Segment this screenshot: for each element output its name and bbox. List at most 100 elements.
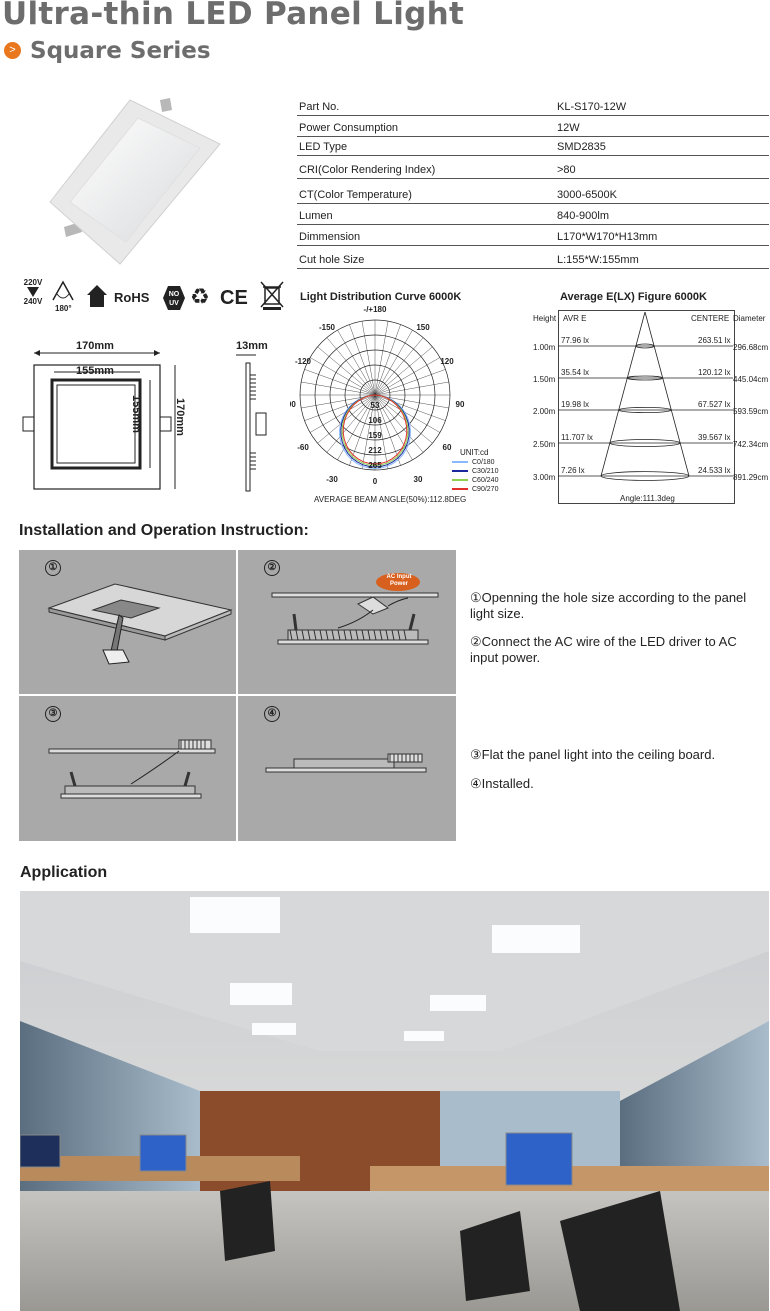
dimension-drawing bbox=[22, 350, 267, 492]
cert-icons: 220V 240V 180° RoHS NO UV ♻ CE bbox=[20, 278, 290, 318]
row-center: 39.567 lx bbox=[698, 433, 731, 442]
polar-ring-label: 53 bbox=[371, 401, 380, 410]
dim-inner: 155mm bbox=[76, 365, 114, 377]
row-avr: 11.707 lx bbox=[561, 433, 593, 442]
application-heading: Application bbox=[20, 864, 108, 881]
illuminance-ring bbox=[635, 343, 655, 349]
step-4-panel: ④ bbox=[238, 696, 456, 841]
legend-label: C30/210 bbox=[472, 468, 499, 475]
illuminance-cone bbox=[558, 311, 733, 481]
step-3-number: ③ bbox=[45, 706, 61, 722]
step-3-text: ③Flat the panel light into the ceiling b… bbox=[470, 747, 716, 762]
polar-angle-label: 30 bbox=[414, 475, 423, 484]
spec-value: >80 bbox=[557, 164, 576, 176]
polar-spoke bbox=[349, 394, 376, 466]
spec-label: Dimmension bbox=[299, 231, 361, 243]
polar-spoke bbox=[374, 394, 401, 466]
illuminance-box bbox=[558, 310, 735, 504]
step-2-number: ② bbox=[264, 560, 280, 576]
polar-spoke bbox=[326, 337, 376, 396]
polar-spoke bbox=[374, 346, 433, 396]
polar-beam-angle: AVERAGE BEAM ANGLE(50%):112.8DEG bbox=[314, 495, 467, 504]
polar-spoke bbox=[374, 337, 424, 396]
col-diameter: Diameter bbox=[733, 314, 766, 323]
step-3-panel: ③ bbox=[19, 696, 236, 841]
step-4-illustration bbox=[265, 753, 427, 773]
spec-label: Power Consumption bbox=[299, 122, 399, 134]
polar-angle-label: -90 bbox=[290, 400, 296, 409]
step-2-panel: ② AC Input Power bbox=[238, 550, 456, 694]
polar-spoke bbox=[309, 357, 376, 396]
row-diameter: 742.34cm bbox=[733, 440, 769, 449]
row-height: 3.00m bbox=[533, 473, 556, 482]
row-avr: 77.96 lx bbox=[561, 336, 590, 345]
polar-angle-label: 60 bbox=[443, 443, 452, 452]
polar-unit: UNIT:cd bbox=[460, 448, 489, 457]
spec-label: CRI(Color Rendering Index) bbox=[299, 164, 436, 176]
polar-spoke bbox=[374, 324, 401, 396]
dim-outer: 170mm bbox=[76, 340, 114, 352]
polar-angle-label: -/+180 bbox=[364, 305, 387, 314]
step-2-text: ②Connect the AC wire of the LED driver t… bbox=[470, 634, 737, 665]
spec-value: 840-900lm bbox=[557, 210, 609, 222]
polar-spoke bbox=[309, 394, 376, 433]
polar-spoke bbox=[374, 394, 424, 453]
row-avr: 35.54 lx bbox=[561, 368, 590, 377]
illuminance-title: Average E(LX) Figure 6000K bbox=[560, 291, 707, 303]
polar-spoke bbox=[374, 394, 389, 469]
spec-row: Power Consumption 12W bbox=[297, 116, 769, 137]
page-subtitle: Square Series bbox=[30, 38, 211, 64]
polar-spoke bbox=[317, 346, 376, 396]
beam-angle-icon bbox=[52, 280, 74, 301]
row-avr: 19.98 lx bbox=[561, 400, 590, 409]
spec-value: SMD2835 bbox=[557, 141, 606, 153]
spec-row: Part No.KL-S170-12W bbox=[297, 95, 769, 116]
dim-side-inner: 155mm bbox=[130, 395, 142, 433]
polar-title: Light Distribution Curve 6000K bbox=[300, 291, 462, 303]
polar-legend-item: C60/240 bbox=[452, 476, 498, 485]
illuminance-ring bbox=[609, 439, 681, 447]
polar-angle-label: 0 bbox=[373, 477, 378, 486]
bullet-icon: > bbox=[4, 42, 21, 59]
dim-height: 13mm bbox=[236, 340, 268, 352]
col-height: Height bbox=[533, 314, 557, 323]
rohs-icon: RoHS bbox=[114, 290, 150, 305]
polar-angle-label: 150 bbox=[416, 323, 430, 332]
col-avr: AVR E bbox=[563, 314, 587, 323]
row-diameter: 593.59cm bbox=[733, 407, 769, 416]
polar-spoke bbox=[374, 357, 441, 396]
polar-spoke bbox=[304, 394, 376, 421]
ac-label-bottom: Power bbox=[389, 581, 408, 587]
illuminance-ring bbox=[600, 471, 690, 481]
no-uv-bottom: UV bbox=[169, 300, 179, 307]
spec-value: 12W bbox=[557, 122, 580, 134]
recycle-icon: ♻ bbox=[190, 284, 210, 309]
legend-swatch bbox=[452, 479, 468, 482]
polar-angle-label: -150 bbox=[319, 323, 336, 332]
illuminance-footer: Angle:111.3deg bbox=[620, 494, 675, 503]
cone-edge bbox=[600, 311, 646, 477]
polar-curve bbox=[342, 394, 408, 465]
polar-spoke bbox=[374, 329, 413, 396]
voltage-triangle bbox=[27, 287, 39, 297]
polar-spoke bbox=[361, 394, 376, 469]
polar-curve bbox=[338, 394, 412, 470]
spec-value: L:155*W:155mm bbox=[557, 254, 639, 266]
polar-spoke bbox=[361, 321, 376, 396]
polar-curve bbox=[340, 394, 410, 468]
page-title: Ultra-thin LED Panel Light bbox=[2, 0, 465, 32]
polar-spoke bbox=[374, 394, 446, 421]
polar-spoke bbox=[374, 369, 446, 396]
polar-ring-label: 212 bbox=[368, 446, 382, 455]
spec-table: Part No.KL-S170-12W Power Consumption 12W L… bbox=[297, 95, 769, 269]
step-1-number: ① bbox=[45, 560, 61, 576]
step-4-text: ④Installed. bbox=[470, 776, 534, 791]
polar-spoke bbox=[301, 381, 376, 396]
application-photo bbox=[20, 891, 769, 1311]
polar-spoke bbox=[374, 394, 433, 444]
polar-spoke bbox=[317, 394, 376, 444]
step-1-illustration bbox=[47, 583, 233, 665]
row-height: 2.00m bbox=[533, 407, 556, 416]
